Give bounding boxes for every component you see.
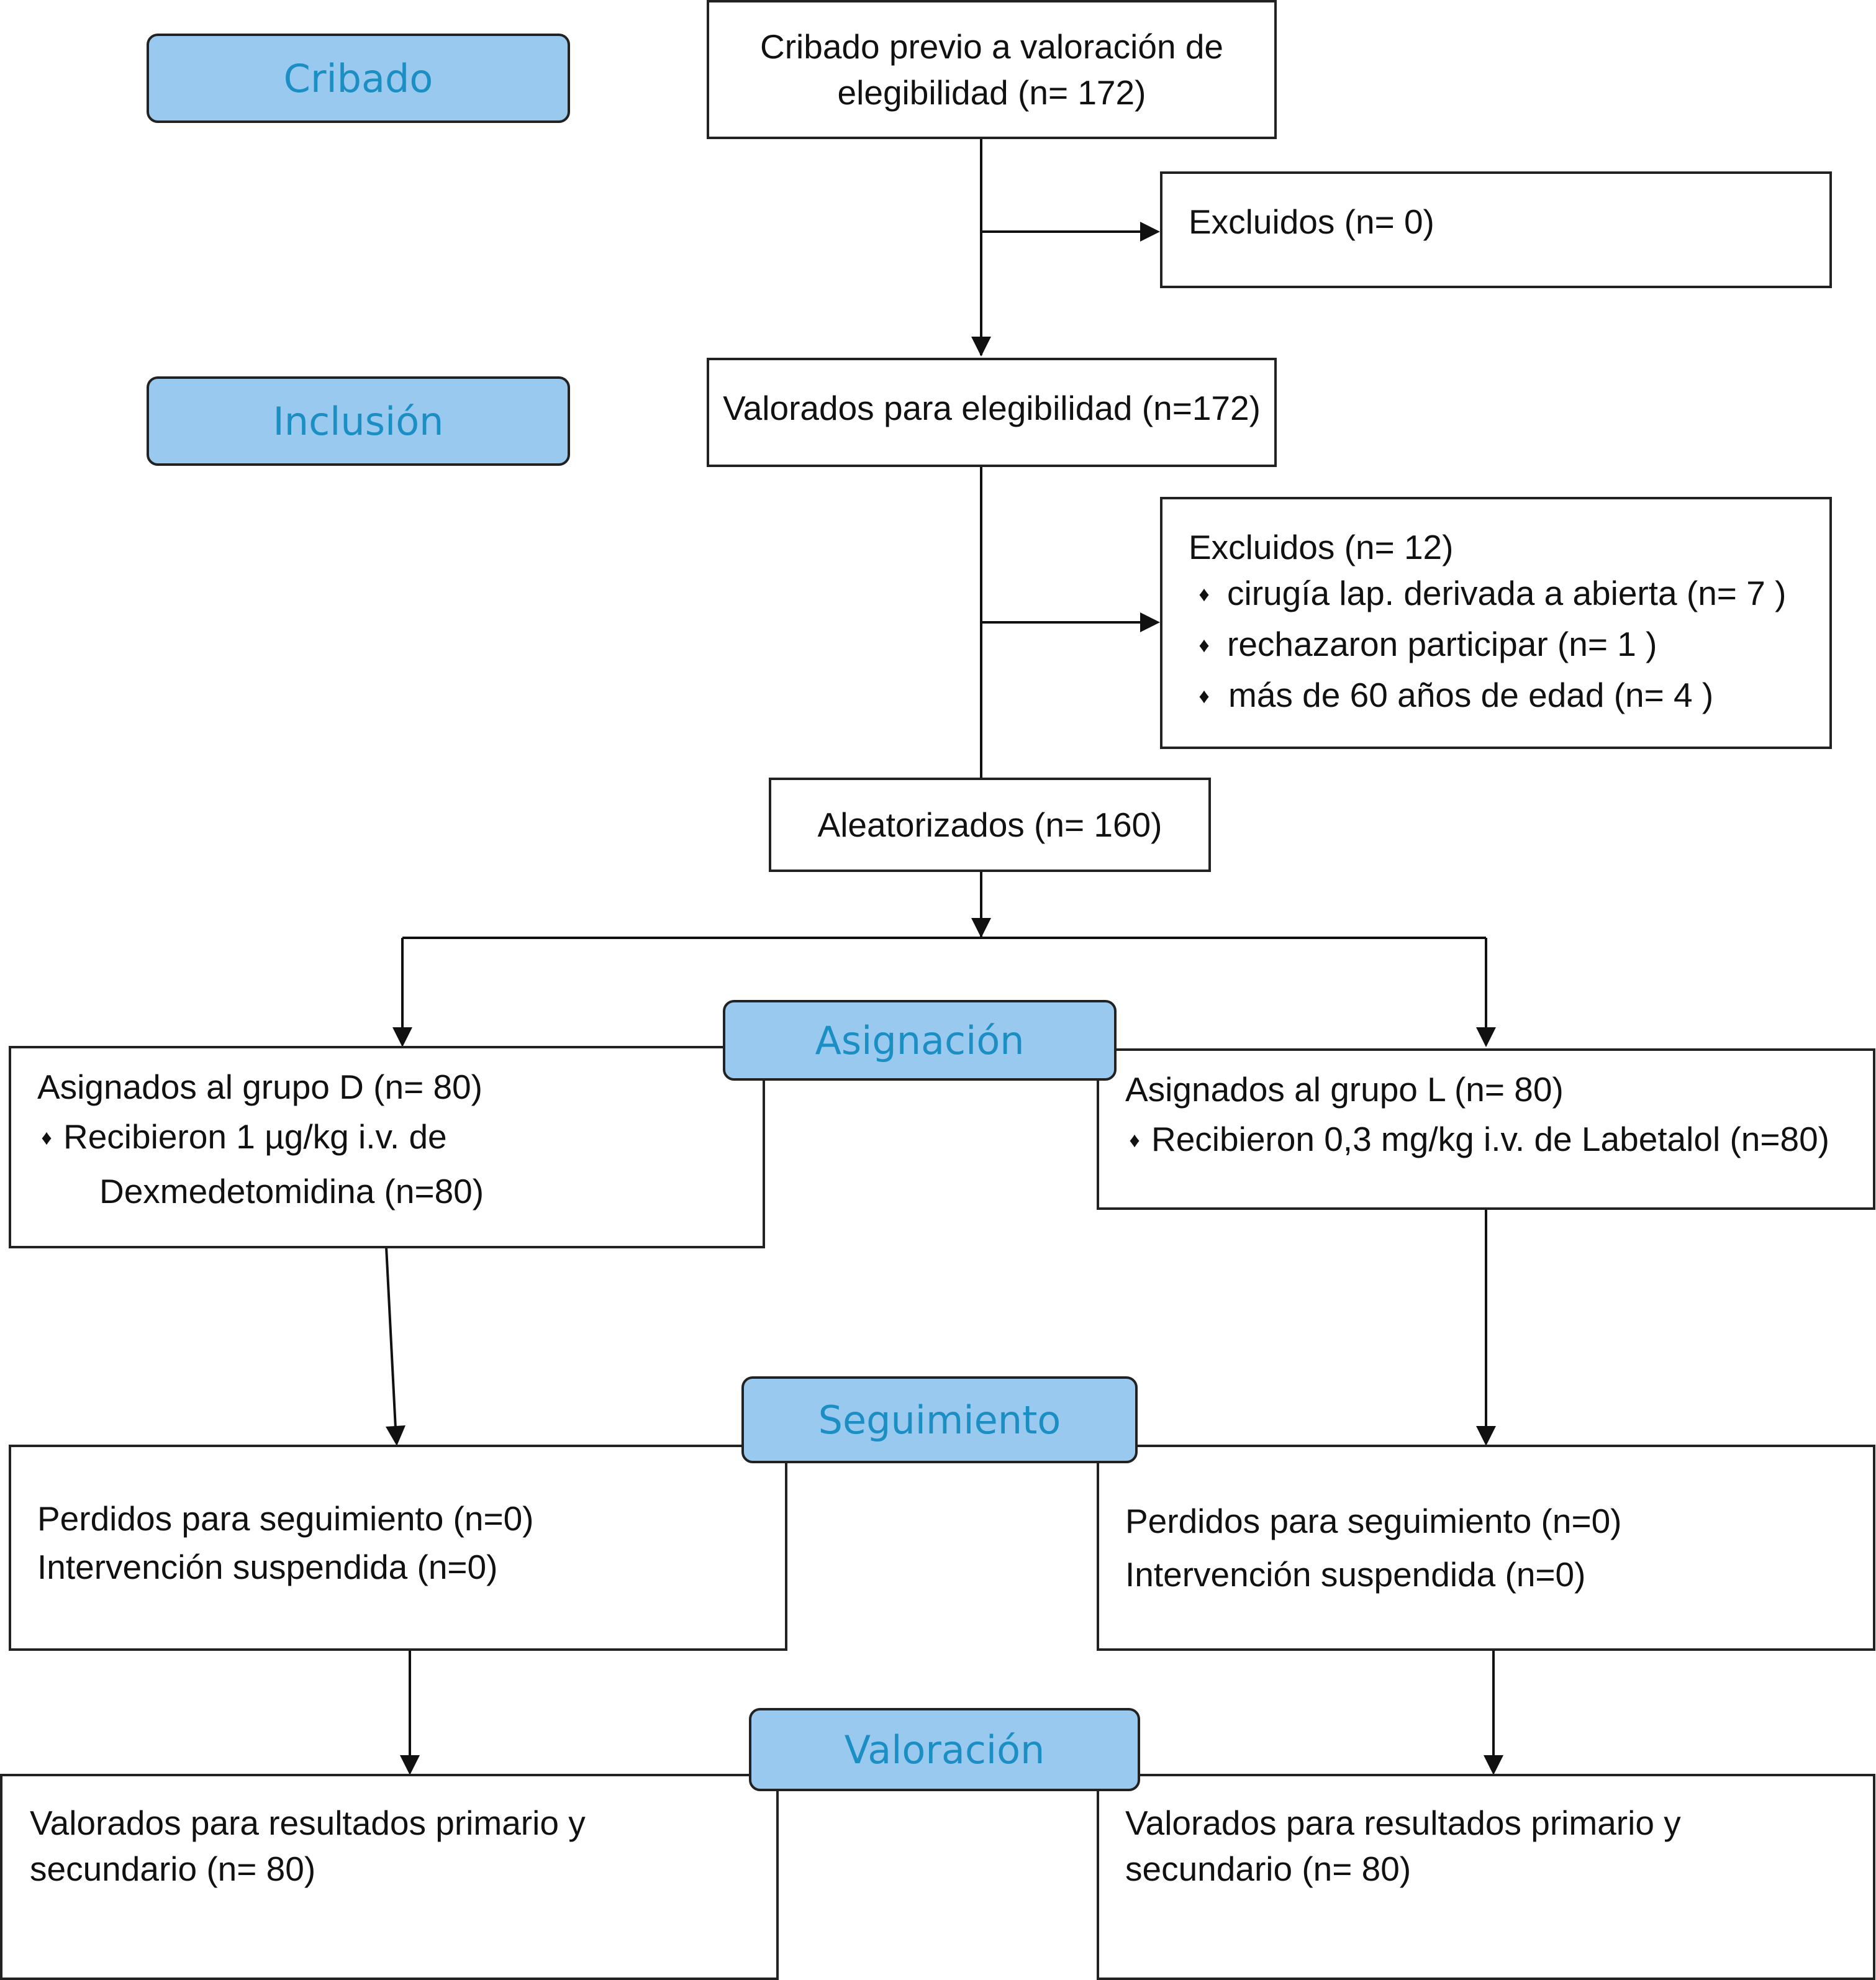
bullet-diamond-icon: ♦ (41, 1126, 52, 1150)
stage-valoracion-label: Valoración (844, 1727, 1045, 1773)
group-l-title: Asignados al grupo L (n= 80) (1125, 1070, 1564, 1109)
screening-line-1: Cribado previo a valoración de (760, 27, 1223, 66)
arrowhead-eligibility (971, 337, 991, 356)
arrowhead-excluded-screening (1140, 222, 1160, 242)
followup-l-discontinued: Intervención suspendida (n=0) (1125, 1555, 1586, 1594)
arrowhead-excluded-eligibility (1140, 612, 1160, 632)
followup-d-discontinued: Intervención suspendida (n=0) (37, 1548, 498, 1586)
arrowhead-randomized (971, 918, 991, 938)
excluded-eligibility-title: Excluidos (n= 12) (1189, 528, 1454, 566)
stage-inclusion-label: Inclusión (273, 398, 444, 444)
group-d-bullet-continuation: Dexmedetomidina (n=80) (99, 1172, 484, 1210)
excluded-reason-item: ♦ cirugía lap. derivada a abierta (n= 7 … (1189, 570, 1829, 621)
eligibility-title: Valorados para elegibilidad (n=172) (723, 389, 1261, 427)
analysis-d-line-1: Valorados para resultados primario y (30, 1804, 586, 1842)
group-d-box: Asignados al grupo D (n= 80) ♦ Recibiero… (9, 1046, 765, 1248)
analysis-d-box: Valorados para resultados primario y sec… (0, 1774, 779, 1980)
excluded-reason-text: cirugía lap. derivada a abierta (n= 7 ) (1227, 574, 1787, 612)
followup-d-box: Perdidos para seguimiento (n=0) Interven… (9, 1445, 787, 1651)
excluded-eligibility-box: Excluidos (n= 12) ♦ cirugía lap. derivad… (1160, 497, 1832, 749)
group-d-bullet: ♦ Recibieron 1 µg/kg i.v. de (37, 1112, 763, 1166)
excluded-screening-box: Excluidos (n= 0) (1160, 171, 1832, 288)
randomized-box: Aleatorizados (n= 160) (769, 778, 1211, 872)
stage-seguimiento: Seguimiento (741, 1376, 1138, 1463)
followup-l-lost: Perdidos para seguimiento (n=0) (1125, 1502, 1622, 1540)
excluded-reason-text: más de 60 años de edad (n= 4 ) (1228, 676, 1714, 714)
stage-asignacion-label: Asignación (815, 1017, 1025, 1063)
arrowhead-analysis-l (1484, 1755, 1503, 1775)
screening-box: Cribado previo a valoración de elegibili… (707, 0, 1277, 139)
stage-inclusion: Inclusión (147, 376, 570, 466)
excluded-reason-item: ♦ rechazaron participar (n= 1 ) (1189, 621, 1829, 672)
followup-d-lost: Perdidos para seguimiento (n=0) (37, 1499, 534, 1538)
analysis-d-line-2: secundario (n= 80) (30, 1850, 316, 1888)
group-l-bullet: ♦ Recibieron 0,3 mg/kg i.v. de Labetalol… (1125, 1114, 1873, 1169)
group-d-title: Asignados al grupo D (n= 80) (37, 1068, 483, 1106)
stage-valoracion: Valoración (749, 1708, 1140, 1791)
stage-asignacion: Asignación (723, 1000, 1117, 1081)
stage-seguimiento-label: Seguimiento (818, 1397, 1061, 1443)
analysis-l-line-1: Valorados para resultados primario y (1125, 1804, 1681, 1842)
analysis-l-line-2: secundario (n= 80) (1125, 1850, 1412, 1888)
arrowhead-group-d (392, 1027, 412, 1047)
group-d-bullet-text: Recibieron 1 µg/kg i.v. de (63, 1117, 447, 1156)
bullet-diamond-icon: ♦ (1129, 1129, 1140, 1152)
followup-l-box: Perdidos para seguimiento (n=0) Interven… (1097, 1445, 1875, 1651)
bullet-diamond-icon: ♦ (1199, 583, 1210, 606)
arrowhead-analysis-d (400, 1755, 420, 1775)
stage-cribado: Cribado (147, 34, 570, 123)
screening-line-2: elegibilidad (n= 172) (837, 73, 1146, 112)
arrowhead-group-l (1476, 1027, 1496, 1047)
excluded-reason-item: ♦ más de 60 años de edad (n= 4 ) (1189, 672, 1829, 723)
analysis-l-box: Valorados para resultados primario y sec… (1097, 1774, 1875, 1980)
bullet-diamond-icon: ♦ (1199, 684, 1210, 708)
arrowhead-followup-l (1476, 1426, 1496, 1446)
excluded-screening-title: Excluidos (n= 0) (1189, 202, 1434, 241)
bullet-diamond-icon: ♦ (1199, 634, 1210, 657)
group-l-bullet-text: Recibieron 0,3 mg/kg i.v. de Labetalol (… (1151, 1120, 1829, 1158)
excluded-reason-text: rechazaron participar (n= 1 ) (1227, 625, 1657, 663)
group-l-box: Asignados al grupo L (n= 80) ♦ Recibiero… (1097, 1048, 1875, 1210)
connector-group-d-to-followup (385, 1247, 397, 1429)
arrowhead-followup-d (386, 1425, 406, 1446)
randomized-title: Aleatorizados (n= 160) (817, 806, 1162, 844)
stage-cribado-label: Cribado (283, 55, 433, 101)
eligibility-box: Valorados para elegibilidad (n=172) (707, 358, 1277, 467)
